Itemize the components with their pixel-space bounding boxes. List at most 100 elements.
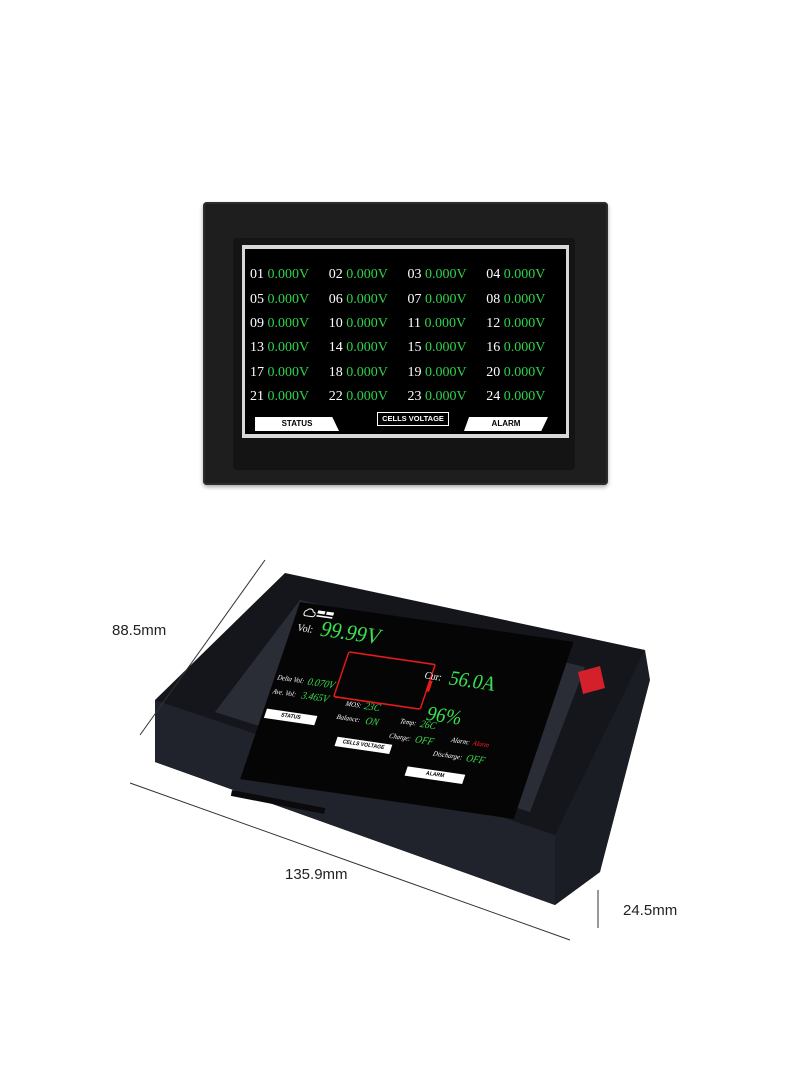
cell-voltage-value: 0.000V (346, 315, 388, 331)
cell-voltage-value: 0.000V (346, 364, 388, 380)
cell-voltage-item: 01 0.000V (250, 267, 329, 283)
cell-number: 17 (250, 364, 264, 380)
tab-status[interactable]: STATUS (263, 708, 318, 726)
cell-number: 03 (407, 267, 422, 283)
cell-voltage-value: 0.000V (503, 291, 546, 307)
cell-number: 18 (328, 364, 343, 380)
cell-number: 21 (250, 389, 264, 405)
discharge-label: Discharge: (432, 749, 464, 762)
cell-voltage-item: 10 0.000V (329, 316, 408, 332)
cell-voltage-item: 20 0.000V (486, 365, 565, 381)
cell-voltage-value: 0.000V (267, 364, 310, 380)
tab-status[interactable]: STATUS (255, 417, 339, 431)
screen-tab-bar: STATUS CELLS VOLTAGE ALARM (245, 412, 566, 434)
cell-number: 09 (250, 315, 264, 331)
tab-alarm[interactable]: ALARM (404, 766, 466, 784)
charge-label: Charge: (388, 731, 413, 743)
temperature-label: Temp: (399, 717, 418, 728)
balance-label: Balance: (335, 712, 362, 724)
cell-voltage-value: 0.000V (503, 267, 546, 283)
cell-number: 05 (250, 291, 264, 307)
cell-voltage-item: 16 0.000V (486, 340, 565, 356)
cell-voltage-item: 24 0.000V (486, 389, 565, 405)
alarm-label: Alarm: (450, 735, 472, 747)
cell-voltage-item: 04 0.000V (486, 267, 565, 283)
cell-voltage-value: 0.000V (267, 291, 310, 307)
cell-number: 12 (486, 315, 501, 331)
cell-voltage-value: 0.000V (425, 389, 467, 405)
cell-number: 24 (486, 389, 501, 405)
cell-voltage-item: 12 0.000V (486, 316, 565, 332)
average-voltage-label: Ave. Vol: (271, 687, 298, 699)
cell-voltage-item: 14 0.000V (329, 340, 408, 356)
cell-number: 06 (328, 291, 343, 307)
cell-voltage-item: 18 0.000V (329, 365, 408, 381)
cell-voltage-value: 0.000V (267, 267, 310, 283)
cell-voltage-value: 0.000V (267, 340, 310, 356)
cell-voltage-item: 09 0.000V (250, 316, 329, 332)
cell-voltage-value: 0.000V (425, 267, 467, 283)
cell-number: 19 (407, 364, 422, 380)
cell-voltage-value: 0.000V (346, 291, 388, 307)
cell-voltage-item: 03 0.000V (408, 267, 487, 283)
cell-number: 08 (486, 291, 501, 307)
delta-voltage-label: Delta Vol: (276, 673, 306, 685)
cell-voltage-item: 08 0.000V (486, 292, 565, 308)
cell-number: 10 (328, 315, 343, 331)
voltage-value: 99.99V (317, 616, 386, 650)
cell-voltage-item: 21 0.000V (250, 389, 329, 405)
cell-voltage-value: 0.000V (503, 389, 546, 405)
temperature-value: 26C (418, 717, 439, 732)
current-value: 56.0A (445, 666, 500, 696)
discharge-value: OFF (464, 751, 487, 767)
cell-voltage-value: 0.000V (346, 340, 388, 356)
cell-voltage-item: 23 0.000V (408, 389, 487, 405)
cell-voltage-item: 22 0.000V (329, 389, 408, 405)
cell-voltage-value: 0.000V (267, 315, 310, 331)
cell-voltage-value: 0.000V (425, 340, 467, 356)
port-slot (230, 790, 326, 815)
height-dimension: 88.5mm (112, 622, 167, 639)
cell-voltage-value: 0.000V (425, 364, 467, 380)
width-dimension-line (129, 782, 571, 941)
brand-logo (301, 606, 340, 623)
alarm-value: Alarm (471, 738, 491, 749)
red-connector (578, 666, 605, 694)
cell-voltage-item: 02 0.000V (329, 267, 408, 283)
cell-number: 14 (328, 340, 343, 356)
mos-temp-label: MOS: (344, 699, 363, 710)
cell-voltage-item: 13 0.000V (250, 340, 329, 356)
cell-number: 16 (486, 340, 501, 356)
cell-voltage-value: 0.000V (503, 340, 546, 356)
height-dimension-line (139, 559, 266, 736)
cell-number: 22 (328, 389, 343, 405)
cell-voltage-value: 0.000V (267, 389, 310, 405)
width-dimension: 135.9mm (285, 866, 348, 883)
balance-value: ON (363, 714, 381, 728)
cell-number: 15 (407, 340, 422, 356)
cell-voltage-item: 17 0.000V (250, 365, 329, 381)
cell-number: 04 (486, 267, 501, 283)
status-screen: Vol: 99.99V Cur: 56.0A 96% Delta Vol: 0.… (240, 602, 574, 819)
mos-temp-value: 23C (362, 699, 383, 714)
device-right-side (555, 650, 650, 905)
charge-value: OFF (413, 733, 436, 748)
cell-number: 23 (407, 389, 422, 405)
tab-cells-voltage[interactable]: CELLS VOLTAGE (377, 412, 449, 426)
cell-voltage-value: 0.000V (346, 267, 388, 283)
cell-number: 13 (250, 340, 264, 356)
cell-voltage-value: 0.000V (424, 315, 467, 331)
tab-cells-voltage[interactable]: CELLS VOLTAGE (334, 736, 393, 754)
cell-voltage-item: 11 0.000V (408, 316, 487, 332)
cell-number: 11 (407, 315, 421, 331)
tab-alarm[interactable]: ALARM (464, 417, 548, 431)
